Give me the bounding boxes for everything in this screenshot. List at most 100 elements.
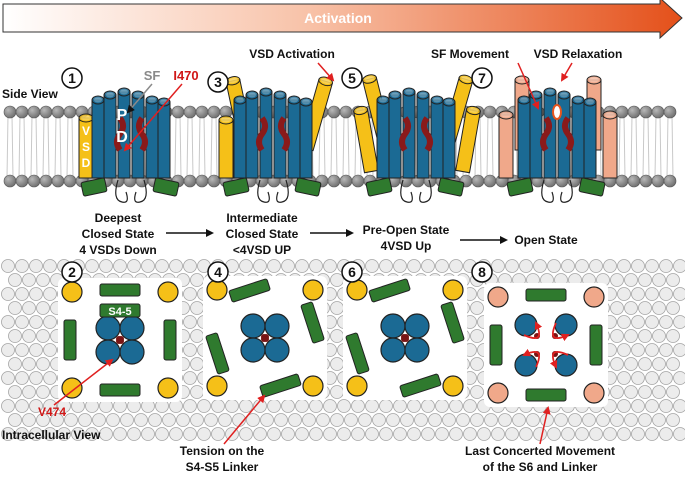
pore-helix-circle [264,313,290,339]
state-label-1: Deepest Closed State 4 VSDs Down [79,211,156,257]
pore-helix-circle [264,337,290,363]
s4-s5-linker [578,177,606,197]
sf-gap-marker [552,104,562,120]
s4-s5-linker [525,288,567,302]
tension-pointer [223,394,266,445]
v474-label: V474 [38,405,66,419]
pore-helix-circle [119,315,145,341]
s4-s5-linker [440,301,465,344]
vsd-activation-label: VSD Activation [249,47,335,61]
svg-text:4 VSDs Down: 4 VSDs Down [79,243,156,257]
vsd-circle [442,375,464,397]
svg-text:8: 8 [478,264,486,280]
s4-s5-linker [294,177,322,197]
pore-domain-helix [388,90,402,179]
vsd-circle [302,279,324,301]
side-view-state-4 [498,75,618,203]
step-number-1: 1 [61,67,83,89]
s4-s5-linker [99,283,141,297]
state-label-2: Intermediate Closed State <4VSD UP [226,211,299,257]
vsd-helix [498,110,514,179]
svg-text:4: 4 [214,264,222,280]
vsd-circle [583,382,605,404]
pore-domain-helix [273,90,287,179]
s4-s5-linker [222,177,250,197]
vsd-helix [602,110,618,179]
svg-text:Closed State: Closed State [82,227,155,241]
s4-s5-linker [368,278,411,303]
sf-movement-label: SF Movement [431,47,509,61]
step-number-3: 3 [207,71,229,93]
vsd-circle [61,281,83,303]
side-view-state-3 [353,74,481,203]
s4-s5-linker [228,278,271,303]
s4-s5-linker [489,324,503,366]
vsd-relaxation-pointer [560,62,573,82]
pore-helix-circle [119,339,145,365]
svg-text:2: 2 [68,264,76,280]
pore-domain-helix [91,95,105,179]
svg-text:Tension on the: Tension on the [180,444,265,458]
activation-label: Activation [304,10,372,26]
side-view-state-2 [218,76,333,203]
rotation-arrow [549,351,569,369]
svg-text:3: 3 [214,74,222,90]
s4-s5-linker [259,373,302,398]
vsd-letter: D [82,156,91,170]
s4-s5-linker [506,177,534,197]
intracellular-state-4 [484,283,608,407]
pore-domain-helix [571,95,585,179]
s4-s5-linker [437,177,465,197]
pore-helix-circle [554,313,578,337]
s4-s5-linker [399,373,442,398]
vsd-circle [442,279,464,301]
i470-pointer [123,83,183,152]
step-number-6: 6 [341,261,363,283]
vsd-helix [353,105,379,174]
vsd-circle [157,281,179,303]
svg-text:S4-5: S4-5 [108,306,131,318]
pore-domain-helix [233,95,247,179]
pore-domain-helix [430,95,444,179]
svg-text:Pre-Open State: Pre-Open State [363,223,450,237]
state-label-4: Open State [514,233,578,247]
sf-pointer [126,83,153,114]
vsd-circle [583,286,605,308]
s4-s5-linker [205,332,230,375]
pore-domain-helix [287,95,301,179]
vsd-helix [218,115,234,179]
svg-text:Last Concerted Movement: Last Concerted Movement [465,444,615,458]
pore-helix-circle [95,315,121,341]
last-movement-label: Last Concerted Movement of the S6 and Li… [465,444,615,474]
pore-domain-helix [442,97,456,179]
pore-domain-helix [157,97,171,179]
sf-movement-pointer [517,62,540,110]
pore-helix-circle [514,353,538,377]
svg-text:<4VSD UP: <4VSD UP [233,243,291,257]
s4-s5-linker [365,177,393,197]
intracellular-state-3 [343,276,467,400]
s4-s5-linker [163,319,177,361]
activation-arrow: Activation [2,0,683,40]
rotation-arrow [523,321,543,339]
s4-s5-linker [589,324,603,366]
pore-domain-helix [299,97,313,179]
svg-text:Deepest: Deepest [95,211,142,225]
vsd-circle [487,382,509,404]
vsd-circle [206,375,228,397]
svg-text:5: 5 [348,70,356,86]
vsd-circle [157,377,179,399]
step-number-4: 4 [207,261,229,283]
svg-text:Intermediate: Intermediate [226,211,298,225]
vsd-relaxation-label: VSD Relaxation [534,47,623,61]
vsd-circle [346,279,368,301]
vsd-circle [61,377,83,399]
pore-domain-helix [245,90,259,179]
pore-domain-helix [103,90,117,179]
pore-helix-circle [380,337,406,363]
pore-domain-helix [376,95,390,179]
svg-text:of the S6 and Linker: of the S6 and Linker [483,460,598,474]
pd-letter: D [116,129,128,146]
s4-s5-linker [525,388,567,402]
